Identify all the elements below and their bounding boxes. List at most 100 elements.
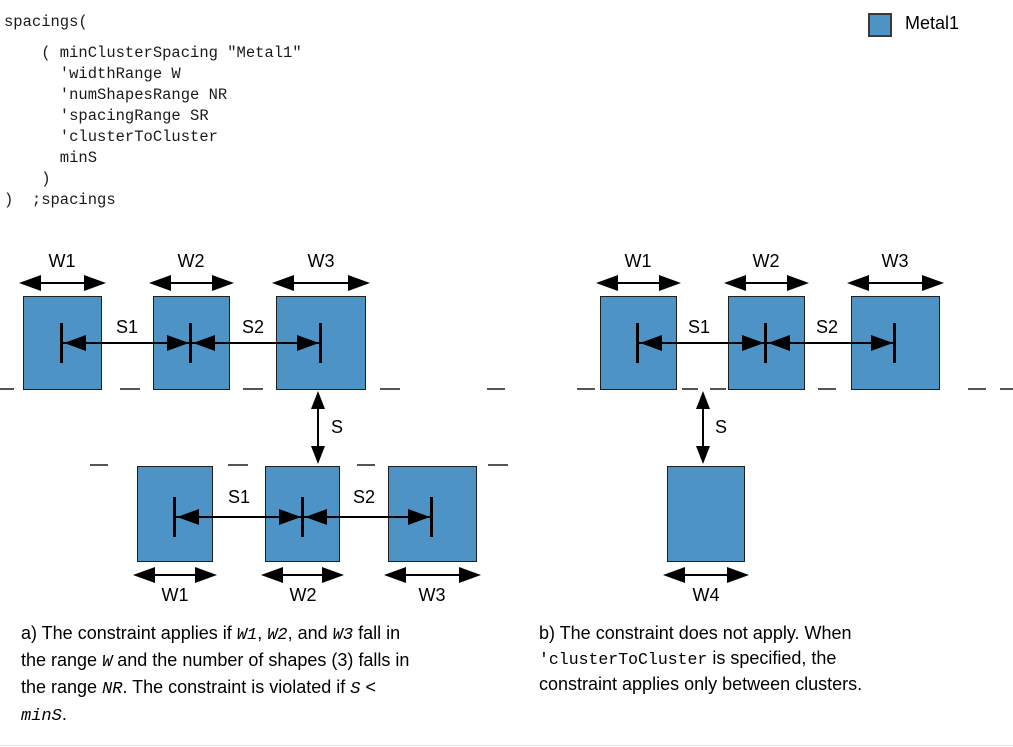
arrowhead-icon	[640, 335, 662, 351]
dashed-line-segment	[228, 464, 248, 466]
caption-a-line: the range W and the number of shapes (3)…	[21, 648, 409, 675]
arrowhead-icon	[348, 275, 370, 291]
caption-code: 'clusterToCluster	[539, 650, 708, 669]
arrowhead-icon	[322, 567, 344, 583]
arrow-shaft	[614, 282, 663, 284]
dimension-tick	[60, 323, 63, 363]
dashed-line-segment	[380, 388, 400, 390]
caption-text: .	[61, 704, 67, 724]
width-label: W3	[418, 585, 446, 605]
arrow-shaft	[151, 574, 199, 576]
arrow-shaft	[167, 282, 216, 284]
caption-a-line: minS.	[21, 702, 409, 729]
caption-var: NR	[102, 680, 123, 699]
arrowhead-icon	[193, 335, 215, 351]
dimension-tick	[189, 323, 192, 363]
caption-b: b) The constraint does not apply. When '…	[539, 621, 862, 697]
caption-b-line: constraint applies only between clusters…	[539, 672, 862, 697]
arrowhead-icon	[297, 335, 319, 351]
arrowhead-icon	[768, 335, 790, 351]
caption-var: W	[102, 653, 113, 672]
code-snippet-first-line: spacings(	[4, 13, 88, 31]
arrow-shaft	[279, 574, 326, 576]
spacing-label: S2	[815, 317, 839, 337]
arrowhead-icon	[696, 446, 710, 464]
dashed-line-segment	[243, 388, 263, 390]
width-label: W1	[161, 585, 189, 605]
arrowhead-icon	[384, 567, 406, 583]
caption-text: . The constraint is violated if	[122, 677, 351, 697]
legend-metal1-swatch	[868, 13, 892, 37]
dashed-line-segment	[120, 388, 140, 390]
arrowhead-icon	[922, 275, 944, 291]
arrowhead-icon	[696, 391, 710, 409]
arrowhead-icon	[311, 391, 325, 409]
dashed-line-segment	[682, 388, 698, 390]
dashed-line-segment	[357, 464, 375, 466]
arrow-shaft	[742, 282, 791, 284]
width-label: W2	[752, 251, 780, 271]
width-label: W2	[177, 251, 205, 271]
width-label: W3	[307, 251, 335, 271]
caption-text: fall in	[353, 623, 401, 643]
arrowhead-icon	[272, 275, 294, 291]
arrowhead-icon	[261, 567, 283, 583]
arrowhead-icon	[742, 335, 764, 351]
spacing-label: S2	[352, 487, 376, 507]
caption-text: constraint applies only between clusters…	[539, 674, 863, 694]
dimension-tick	[301, 497, 304, 537]
caption-var: S	[350, 680, 361, 699]
dashed-line-segment	[968, 388, 986, 390]
caption-text: b) The constraint does not apply. When	[539, 623, 852, 643]
arrow-shaft	[37, 282, 88, 284]
caption-text: ,	[257, 623, 268, 643]
width-label: W3	[881, 251, 909, 271]
caption-b-line: 'clusterToCluster is specified, the	[539, 646, 862, 672]
width-label: W1	[48, 251, 76, 271]
arrowhead-icon	[663, 567, 685, 583]
arrowhead-icon	[787, 275, 809, 291]
arrowhead-icon	[871, 335, 893, 351]
dimension-tick	[173, 497, 176, 537]
caption-var: W1	[236, 626, 258, 645]
legend-metal1-label: Metal1	[905, 13, 960, 33]
caption-var: W3	[332, 626, 354, 645]
metal-shape	[667, 466, 745, 562]
arrow-shaft	[702, 406, 704, 448]
caption-a: a) The constraint applies if W1, W2, and…	[21, 621, 409, 729]
caption-text: the range	[21, 677, 103, 697]
cluster-spacing-label: S	[331, 417, 344, 437]
caption-a-line: a) The constraint applies if W1, W2, and…	[21, 621, 409, 648]
caption-var: W2	[267, 626, 288, 645]
caption-text: <	[360, 677, 376, 697]
dashed-line-segment	[90, 464, 108, 466]
dimension-tick	[764, 323, 767, 363]
caption-b-line: b) The constraint does not apply. When	[539, 621, 862, 646]
arrowhead-icon	[311, 446, 325, 464]
arrowhead-icon	[64, 335, 86, 351]
dashed-line-segment	[488, 464, 508, 466]
cluster-spacing-label: S	[715, 417, 728, 437]
arrowhead-icon	[177, 509, 199, 525]
width-label: W1	[624, 251, 652, 271]
caption-text: is specified, the	[707, 648, 837, 668]
dashed-line-segment	[487, 388, 505, 390]
arrowhead-icon	[133, 567, 155, 583]
arrowhead-icon	[408, 509, 430, 525]
arrowhead-icon	[847, 275, 869, 291]
arrow-shaft	[681, 574, 731, 576]
arrowhead-icon	[167, 335, 189, 351]
arrowhead-icon	[149, 275, 171, 291]
dashed-line-segment	[577, 388, 595, 390]
dimension-tick	[319, 323, 322, 363]
arrowhead-icon	[596, 275, 618, 291]
arrowhead-icon	[19, 275, 41, 291]
arrowhead-icon	[279, 509, 301, 525]
dashed-line-segment	[0, 388, 14, 390]
dimension-tick	[636, 323, 639, 363]
spacing-label: S1	[115, 317, 139, 337]
bottom-divider	[0, 745, 1013, 746]
width-label: W4	[692, 585, 720, 605]
arrowhead-icon	[84, 275, 106, 291]
